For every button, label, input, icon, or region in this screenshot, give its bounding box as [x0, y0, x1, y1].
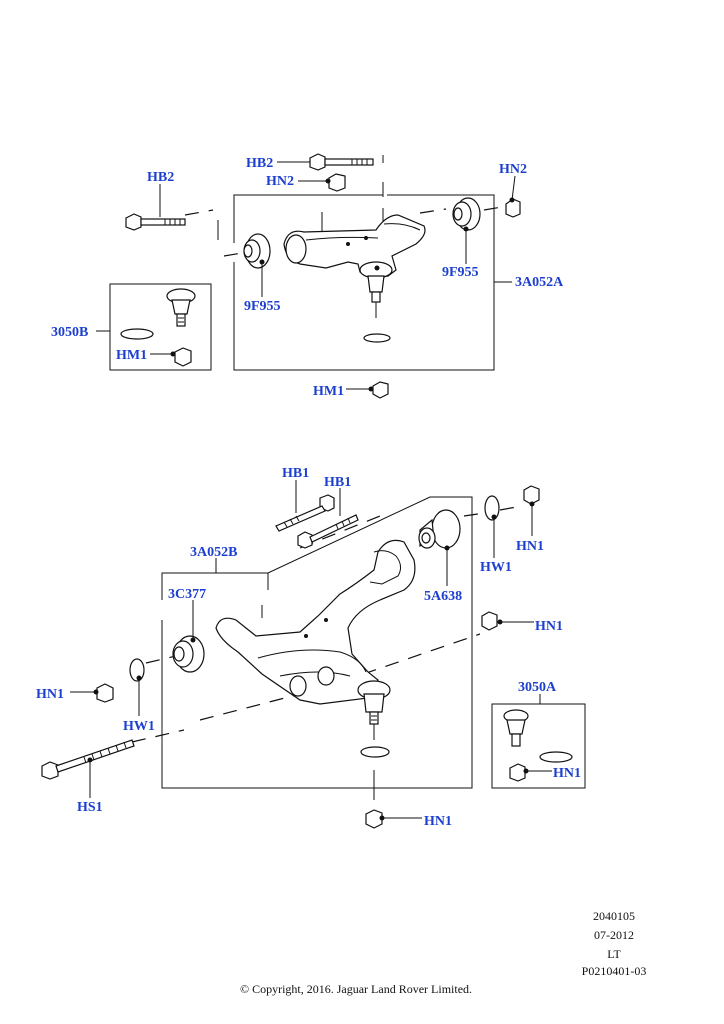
nut-hn1-mid-right: [481, 611, 503, 631]
upper-arm-assembly: [96, 153, 521, 399]
upper-arm-box: [233, 194, 495, 371]
callout-3c377: 3C377: [168, 587, 206, 602]
nut-hn2-top: [325, 173, 346, 192]
meta-ref: P0210401-03: [582, 964, 647, 978]
balljoint-3050a: [503, 709, 529, 747]
circlip-lower: [360, 746, 390, 758]
bush-9f955-right: [452, 197, 481, 232]
nut-hn1-left: [93, 683, 114, 703]
callout-hn1-top-right: HN1: [516, 539, 544, 554]
callout-hn1-bottom: HN1: [424, 814, 452, 829]
callout-3a052a: 3A052A: [515, 275, 564, 290]
lower-control-arm: [215, 539, 416, 725]
kit-3050b-box: [109, 283, 212, 371]
callout-hb1-left: HB1: [282, 466, 309, 481]
callout-hb2-left: HB2: [147, 170, 174, 185]
callout-9f955-left: 9F955: [244, 299, 281, 314]
bolt-hb1-right: [297, 514, 359, 549]
callout-hn2-top: HN2: [266, 174, 294, 189]
bush-3c377: [172, 635, 205, 673]
nut-hn1-bottom: [365, 809, 385, 829]
bolt-hs1: [41, 739, 135, 780]
callout-hn2-right: HN2: [499, 162, 527, 177]
bolt-hb1-left: [275, 494, 335, 532]
bolt-hb2-top: [309, 153, 374, 171]
circlip-upper: [363, 333, 391, 343]
callout-3050b: 3050B: [51, 325, 88, 340]
callout-hn1-mid-right: HN1: [535, 619, 563, 634]
nut-hn2-right: [505, 197, 521, 218]
callout-3050a: 3050A: [518, 680, 557, 695]
callout-hn1-left: HN1: [36, 687, 64, 702]
washer-hw1-left: [129, 658, 145, 682]
callout-3a052b: 3A052B: [190, 545, 237, 560]
meta-code: 2040105: [593, 909, 635, 923]
kit-3050a-box: [491, 703, 586, 789]
balljoint-3050b: [166, 288, 196, 327]
callout-9f955-right: 9F955: [442, 265, 479, 280]
callout-hw1-right: HW1: [480, 560, 512, 575]
callout-hs1: HS1: [77, 800, 103, 815]
callout-5a638: 5A638: [424, 589, 462, 604]
circlip-3050a: [539, 751, 573, 763]
upper-control-arm: [283, 214, 426, 303]
lower-arm-box: [161, 496, 473, 789]
copyright-notice: © Copyright, 2016. Jaguar Land Rover Lim…: [240, 982, 472, 996]
nut-hm1-bottom: [368, 381, 389, 399]
bolt-hb2-left: [125, 213, 186, 231]
bush-9f955-left: [243, 233, 271, 269]
lower-arm-assembly: [41, 480, 586, 829]
callout-hb2-top: HB2: [246, 156, 273, 171]
callout-hm1-kit: HM1: [116, 348, 147, 363]
callout-hw1-left: HW1: [123, 719, 155, 734]
nut-hm1-kit: [170, 347, 192, 367]
nut-hn1-kit: [509, 763, 529, 782]
nut-hn1-top-right: [523, 485, 540, 507]
washer-hw1-right: [484, 495, 500, 521]
circlip-3050b: [120, 328, 154, 340]
callout-hb1-right: HB1: [324, 475, 351, 490]
callout-hn1-kit: HN1: [553, 766, 581, 781]
meta-date: 07-2012: [594, 928, 634, 942]
callout-hm1-bottom: HM1: [313, 384, 344, 399]
meta-lt: LT: [607, 947, 621, 961]
bush-5a638: [418, 509, 461, 551]
